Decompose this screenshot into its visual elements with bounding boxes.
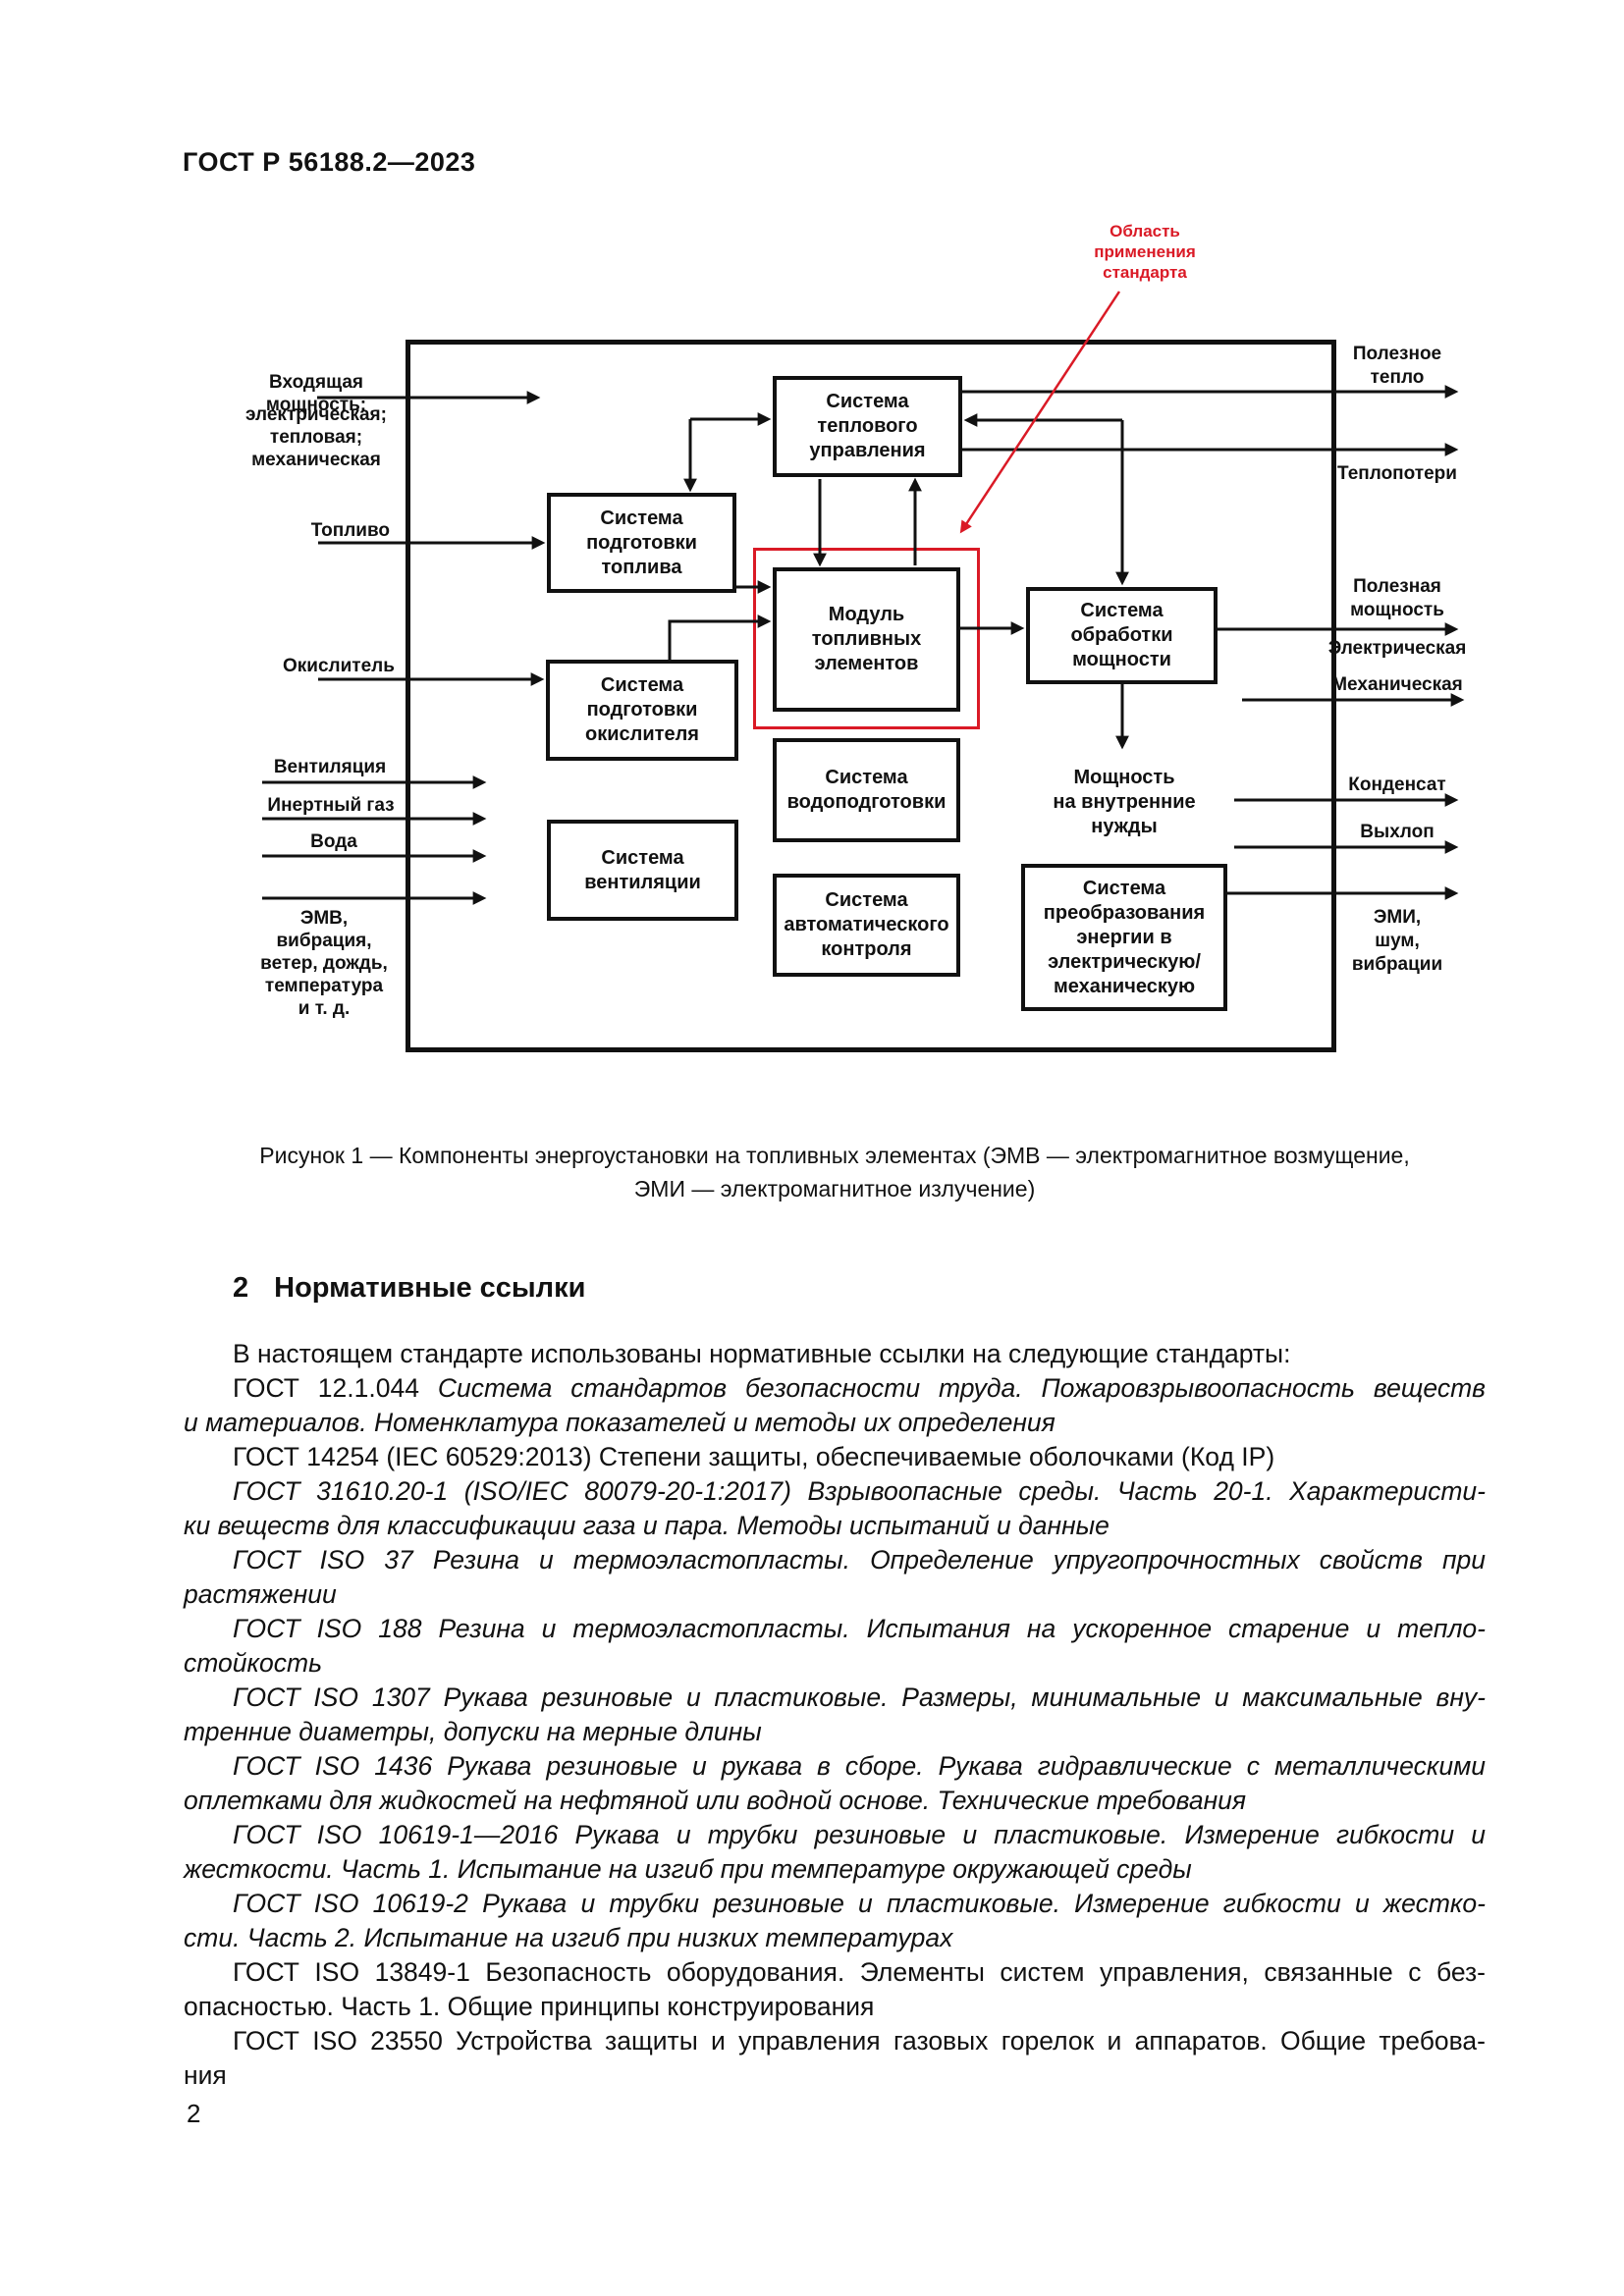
reference-title: сти. Часть 2. Испытание на изгиб при низ… <box>184 1923 953 1952</box>
diagram-label-input-power-kinds: электрическая; тепловая; механическая <box>245 404 387 470</box>
reference-title: стойкость <box>184 1648 323 1678</box>
body-line: В настоящем стандарте использованы норма… <box>184 1337 1486 1371</box>
reference-title: ГОСТ ISO 1307 Рукава резиновые и пластик… <box>233 1682 1486 1712</box>
section-heading: 2 Нормативные ссылки <box>233 1272 585 1305</box>
page-number: 2 <box>187 2099 201 2128</box>
diagram-box-water-treatment: Система водоподготовки <box>773 738 960 842</box>
diagram-label-useful-power-output: Полезная мощность <box>1350 576 1444 620</box>
diagram-box-fuel-cell-module: Модуль топливных элементов <box>773 567 960 712</box>
reference-text: ГОСТ 14254 (IEC 60529:2013) Степени защи… <box>233 1442 1275 1471</box>
diagram-label-mechanical-output: Механическая <box>1331 674 1463 695</box>
section-title: Нормативные ссылки <box>274 1272 586 1304</box>
scope-label: Область применения стандарта <box>1094 222 1196 282</box>
reference-title: тренние диаметры, допуски на мерные длин… <box>184 1717 762 1746</box>
diagram-label-fuel-input: Топливо <box>310 520 390 541</box>
reference-text: ГОСТ ISO 23550 Устройства защиты и управ… <box>233 2026 1486 2056</box>
body-line: ГОСТ 14254 (IEC 60529:2013) Степени защи… <box>184 1440 1486 1474</box>
body-line: ГОСТ 31610.20-1 (ISO/IEC 80079-20-1:2017… <box>184 1474 1486 1509</box>
body-line: ГОСТ 12.1.044 Система стандартов безопас… <box>184 1371 1486 1406</box>
reference-title: ГОСТ 31610.20-1 (ISO/IEC 80079-20-1:2017… <box>233 1476 1486 1506</box>
reference-title: ГОСТ ISO 10619-2 Рукава и трубки резинов… <box>233 1889 1486 1918</box>
reference-text: ния <box>184 2060 227 2090</box>
diagram-label-environment-input: ЭМВ, вибрация, ветер, дождь, температура… <box>260 908 388 1019</box>
body-line: ки веществ для классификации газа и пара… <box>184 1509 1486 1543</box>
diagram-label-electrical-output: Электрическая <box>1327 638 1467 659</box>
diagram-label-water-input: Вода <box>310 831 357 852</box>
body-line: ГОСТ ISO 1436 Рукава резиновые и рукава … <box>184 1749 1486 1784</box>
reference-text: опасностью. Часть 1. Общие принципы конс… <box>184 1992 875 2021</box>
diagram-label-inert-gas-input: Инертный газ <box>267 795 395 816</box>
diagram-box-oxidant-preparation: Система подготовки окислителя <box>546 660 738 761</box>
body-line: ния <box>184 2058 1486 2093</box>
diagram-box-ventilation-system: Система вентиляции <box>547 820 738 921</box>
doc-number: ГОСТ Р 56188.2—2023 <box>183 147 476 177</box>
reference-text: ГОСТ ISO 13849-1 Безопасность оборудован… <box>233 1957 1486 1987</box>
reference-title: оплетками для жидкостей на нефтяной или … <box>184 1786 1247 1815</box>
body-line: стойкость <box>184 1646 1486 1681</box>
body-line: сти. Часть 2. Испытание на изгиб при низ… <box>184 1921 1486 1955</box>
normative-references-text: В настоящем стандарте использованы норма… <box>184 1337 1486 2093</box>
diagram-connectors <box>262 291 1465 905</box>
diagram-box-automatic-control: Система автоматического контроля <box>773 874 960 977</box>
diagram-box-fuel-preparation: Система подготовки топлива <box>547 493 736 593</box>
body-line: и материалов. Номенклатура показателей и… <box>184 1406 1486 1440</box>
body-line: тренние диаметры, допуски на мерные длин… <box>184 1715 1486 1749</box>
diagram-label-exhaust-output: Выхлоп <box>1360 822 1435 842</box>
reference-text: ГОСТ 12.1.044 <box>233 1373 438 1403</box>
reference-title: ки веществ для классификации газа и пара… <box>184 1511 1110 1540</box>
reference-title: Система стандартов безопасности труда. П… <box>437 1373 1486 1403</box>
figure-caption: Рисунок 1 — Компоненты энергоустановки н… <box>259 1143 1410 1201</box>
body-line: ГОСТ ISO 13849-1 Безопасность оборудован… <box>184 1955 1486 1990</box>
reference-title: ГОСТ ISO 37 Резина и термоэластопласты. … <box>233 1545 1486 1575</box>
body-line: ГОСТ ISO 188 Резина и термоэластопласты.… <box>184 1612 1486 1646</box>
body-line: ГОСТ ISO 23550 Устройства защиты и управ… <box>184 2024 1486 2058</box>
body-line: ГОСТ ISO 10619-2 Рукава и трубки резинов… <box>184 1887 1486 1921</box>
diagram-label-heat-loss-output: Теплопотери <box>1337 463 1457 484</box>
reference-title: ГОСТ ISO 188 Резина и термоэластопласты.… <box>233 1614 1486 1643</box>
diagram-label-ventilation-input: Вентиляция <box>273 757 387 777</box>
section-number: 2 <box>233 1272 249 1304</box>
diagram-label-emi-noise-output: ЭМИ, шум, вибрации <box>1351 907 1443 975</box>
power-plant-boundary-frame <box>406 340 1336 1052</box>
body-line: ГОСТ ISO 37 Резина и термоэластопласты. … <box>184 1543 1486 1577</box>
reference-title: жесткости. Часть 1. Испытание на изгиб п… <box>184 1854 1192 1884</box>
body-line: жесткости. Часть 1. Испытание на изгиб п… <box>184 1852 1486 1887</box>
reference-title: и материалов. Номенклатура показателей и… <box>184 1408 1056 1437</box>
diagram-box-thermal-management: Система теплового управления <box>773 376 962 477</box>
reference-title: ГОСТ ISO 1436 Рукава резиновые и рукава … <box>233 1751 1486 1781</box>
scope-highlight-frame <box>753 548 980 729</box>
body-line: ГОСТ ISO 1307 Рукава резиновые и пластик… <box>184 1681 1486 1715</box>
body-line: растяжении <box>184 1577 1486 1612</box>
body-line: ГОСТ ISO 10619-1—2016 Рукава и трубки ре… <box>184 1818 1486 1852</box>
diagram-label-useful-heat-output: Полезное тепло <box>1352 344 1442 388</box>
reference-title: ГОСТ ISO 10619-1—2016 Рукава и трубки ре… <box>233 1820 1486 1849</box>
reference-text: В настоящем стандарте использованы норма… <box>233 1339 1291 1368</box>
body-line: оплетками для жидкостей на нефтяной или … <box>184 1784 1486 1818</box>
diagram-label-oxidant-input: Окислитель <box>283 656 395 676</box>
body-line: опасностью. Часть 1. Общие принципы конс… <box>184 1990 1486 2024</box>
diagram-label-internal-power-text: Мощность на внутренние нужды <box>1053 767 1196 837</box>
diagram-box-energy-conversion: Система преобразования энергии в электри… <box>1021 864 1227 1011</box>
reference-title: растяжении <box>184 1579 337 1609</box>
diagram-box-power-conditioning: Система обработки мощности <box>1026 587 1218 684</box>
scope-arrow <box>959 291 1121 534</box>
diagram-label-condensate-output: Конденсат <box>1348 774 1446 795</box>
diagram-label-input-power-title: Входящая мощность: <box>265 372 367 415</box>
